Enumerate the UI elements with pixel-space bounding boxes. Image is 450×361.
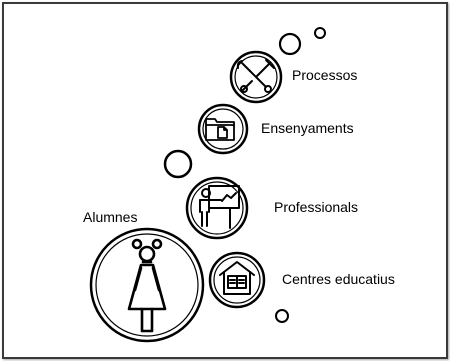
bubble-tiny-top: [314, 27, 326, 39]
bubble-middle: [163, 149, 193, 179]
processos-node: [229, 50, 283, 104]
professionals-label: Professionals: [274, 199, 359, 215]
tools-icon: [236, 59, 275, 93]
bubble-small-top: [278, 32, 302, 56]
professionals-node: [185, 176, 249, 240]
centres-label: Centres educatius: [282, 271, 395, 287]
alumnes-label: Alumnes: [83, 209, 138, 225]
centres-node: [208, 251, 266, 309]
teacher-board-icon: [199, 185, 240, 229]
school-building-icon: [219, 261, 255, 295]
bubble-bottom: [275, 309, 289, 323]
ensenyaments-node: [197, 103, 249, 155]
folder-document-icon: [205, 118, 235, 141]
alumnes-node: [89, 227, 205, 343]
ensenyaments-label: Ensenyaments: [261, 120, 354, 136]
processos-label: Processos: [292, 67, 358, 83]
student-girl-icon: [127, 238, 167, 333]
